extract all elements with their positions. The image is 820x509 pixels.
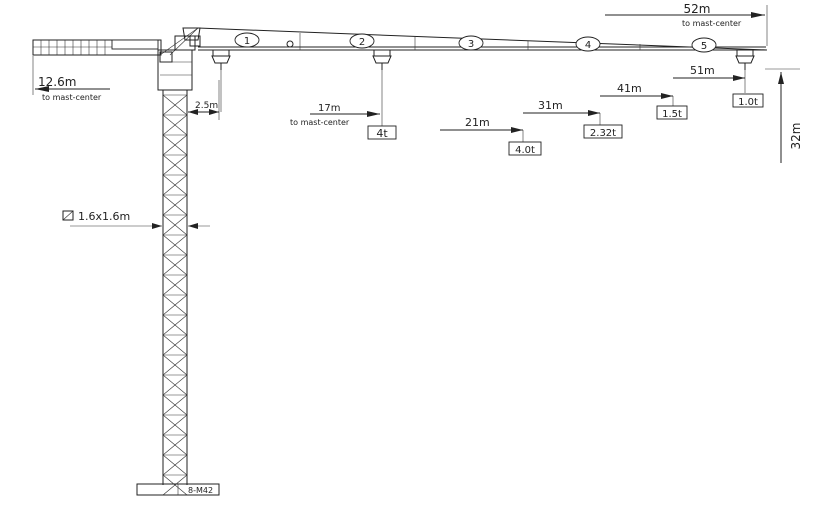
hook-block-icon — [211, 49, 231, 112]
load-step-radius: 41m — [617, 82, 642, 95]
dimension-height: 32m — [765, 68, 803, 163]
trolley-offset-value: 2.5m — [195, 101, 218, 111]
dimension-trolley-offset: 2.5m — [188, 80, 220, 120]
main-jib: 1 2 3 4 5 — [197, 27, 768, 53]
load-step-load: 4.0t — [515, 145, 535, 156]
cab-assembly — [157, 27, 201, 91]
counter-jib-plate — [111, 39, 159, 50]
load-step: 31m 2.32t — [523, 99, 623, 139]
svg-text:3: 3 — [468, 39, 474, 50]
mast: 8-M42 — [136, 90, 220, 496]
mast-section-value: 1.6x1.6m — [78, 210, 130, 223]
load-step: 41m 1.5t — [600, 82, 688, 120]
counter-jib-value: 12.6m — [38, 75, 76, 89]
jib-section-marker: 2 — [349, 33, 375, 49]
svg-text:4: 4 — [585, 40, 591, 51]
trolley-wheel-icon — [286, 40, 294, 48]
load-step-load: 1.0t — [738, 97, 758, 108]
base-label: 8-M42 — [188, 486, 213, 495]
svg-text:5: 5 — [701, 41, 707, 52]
height-value: 32m — [789, 123, 803, 150]
hooks — [211, 49, 755, 126]
total-reach-note: to mast-center — [682, 19, 742, 28]
near-reach-note: to mast-center — [290, 118, 350, 127]
load-chart-steps: 21m 4.0t 31m 2.32t 41m 1.5t 51m 1.0t — [440, 64, 764, 156]
jib-section-marker: 4 — [575, 36, 601, 52]
load-step: 21m 4.0t — [440, 116, 542, 156]
near-load-box — [367, 125, 397, 140]
dimension-mast-section: 1.6x1.6m — [62, 210, 210, 229]
jib-section-marker: 5 — [691, 37, 717, 53]
load-step-radius: 51m — [690, 64, 715, 77]
hook-block-icon — [372, 49, 392, 126]
dimension-total-reach: 52m to mast-center — [605, 2, 768, 46]
section-square-icon — [62, 210, 74, 221]
dimension-near-reach: 17m to mast-center 4t — [290, 103, 397, 140]
jib-section-marker: 3 — [458, 35, 484, 51]
hook-block-icon — [735, 49, 755, 93]
svg-text:2: 2 — [359, 37, 365, 48]
counter-jib-note: to mast-center — [42, 93, 102, 102]
dimension-counter-jib: 12.6m to mast-center — [32, 56, 110, 102]
total-reach-value: 52m — [684, 2, 711, 16]
jib-section-marker: 1 — [234, 32, 260, 48]
load-step-radius: 31m — [538, 99, 563, 112]
load-step-load: 1.5t — [662, 109, 682, 120]
load-step-load: 2.32t — [590, 128, 616, 139]
svg-text:1: 1 — [244, 36, 250, 47]
load-step-radius: 21m — [465, 116, 490, 129]
near-reach-value: 17m — [318, 103, 340, 114]
near-load-value: 4t — [376, 127, 388, 140]
load-step: 51m 1.0t — [673, 64, 764, 108]
counter-jib — [32, 27, 199, 56]
